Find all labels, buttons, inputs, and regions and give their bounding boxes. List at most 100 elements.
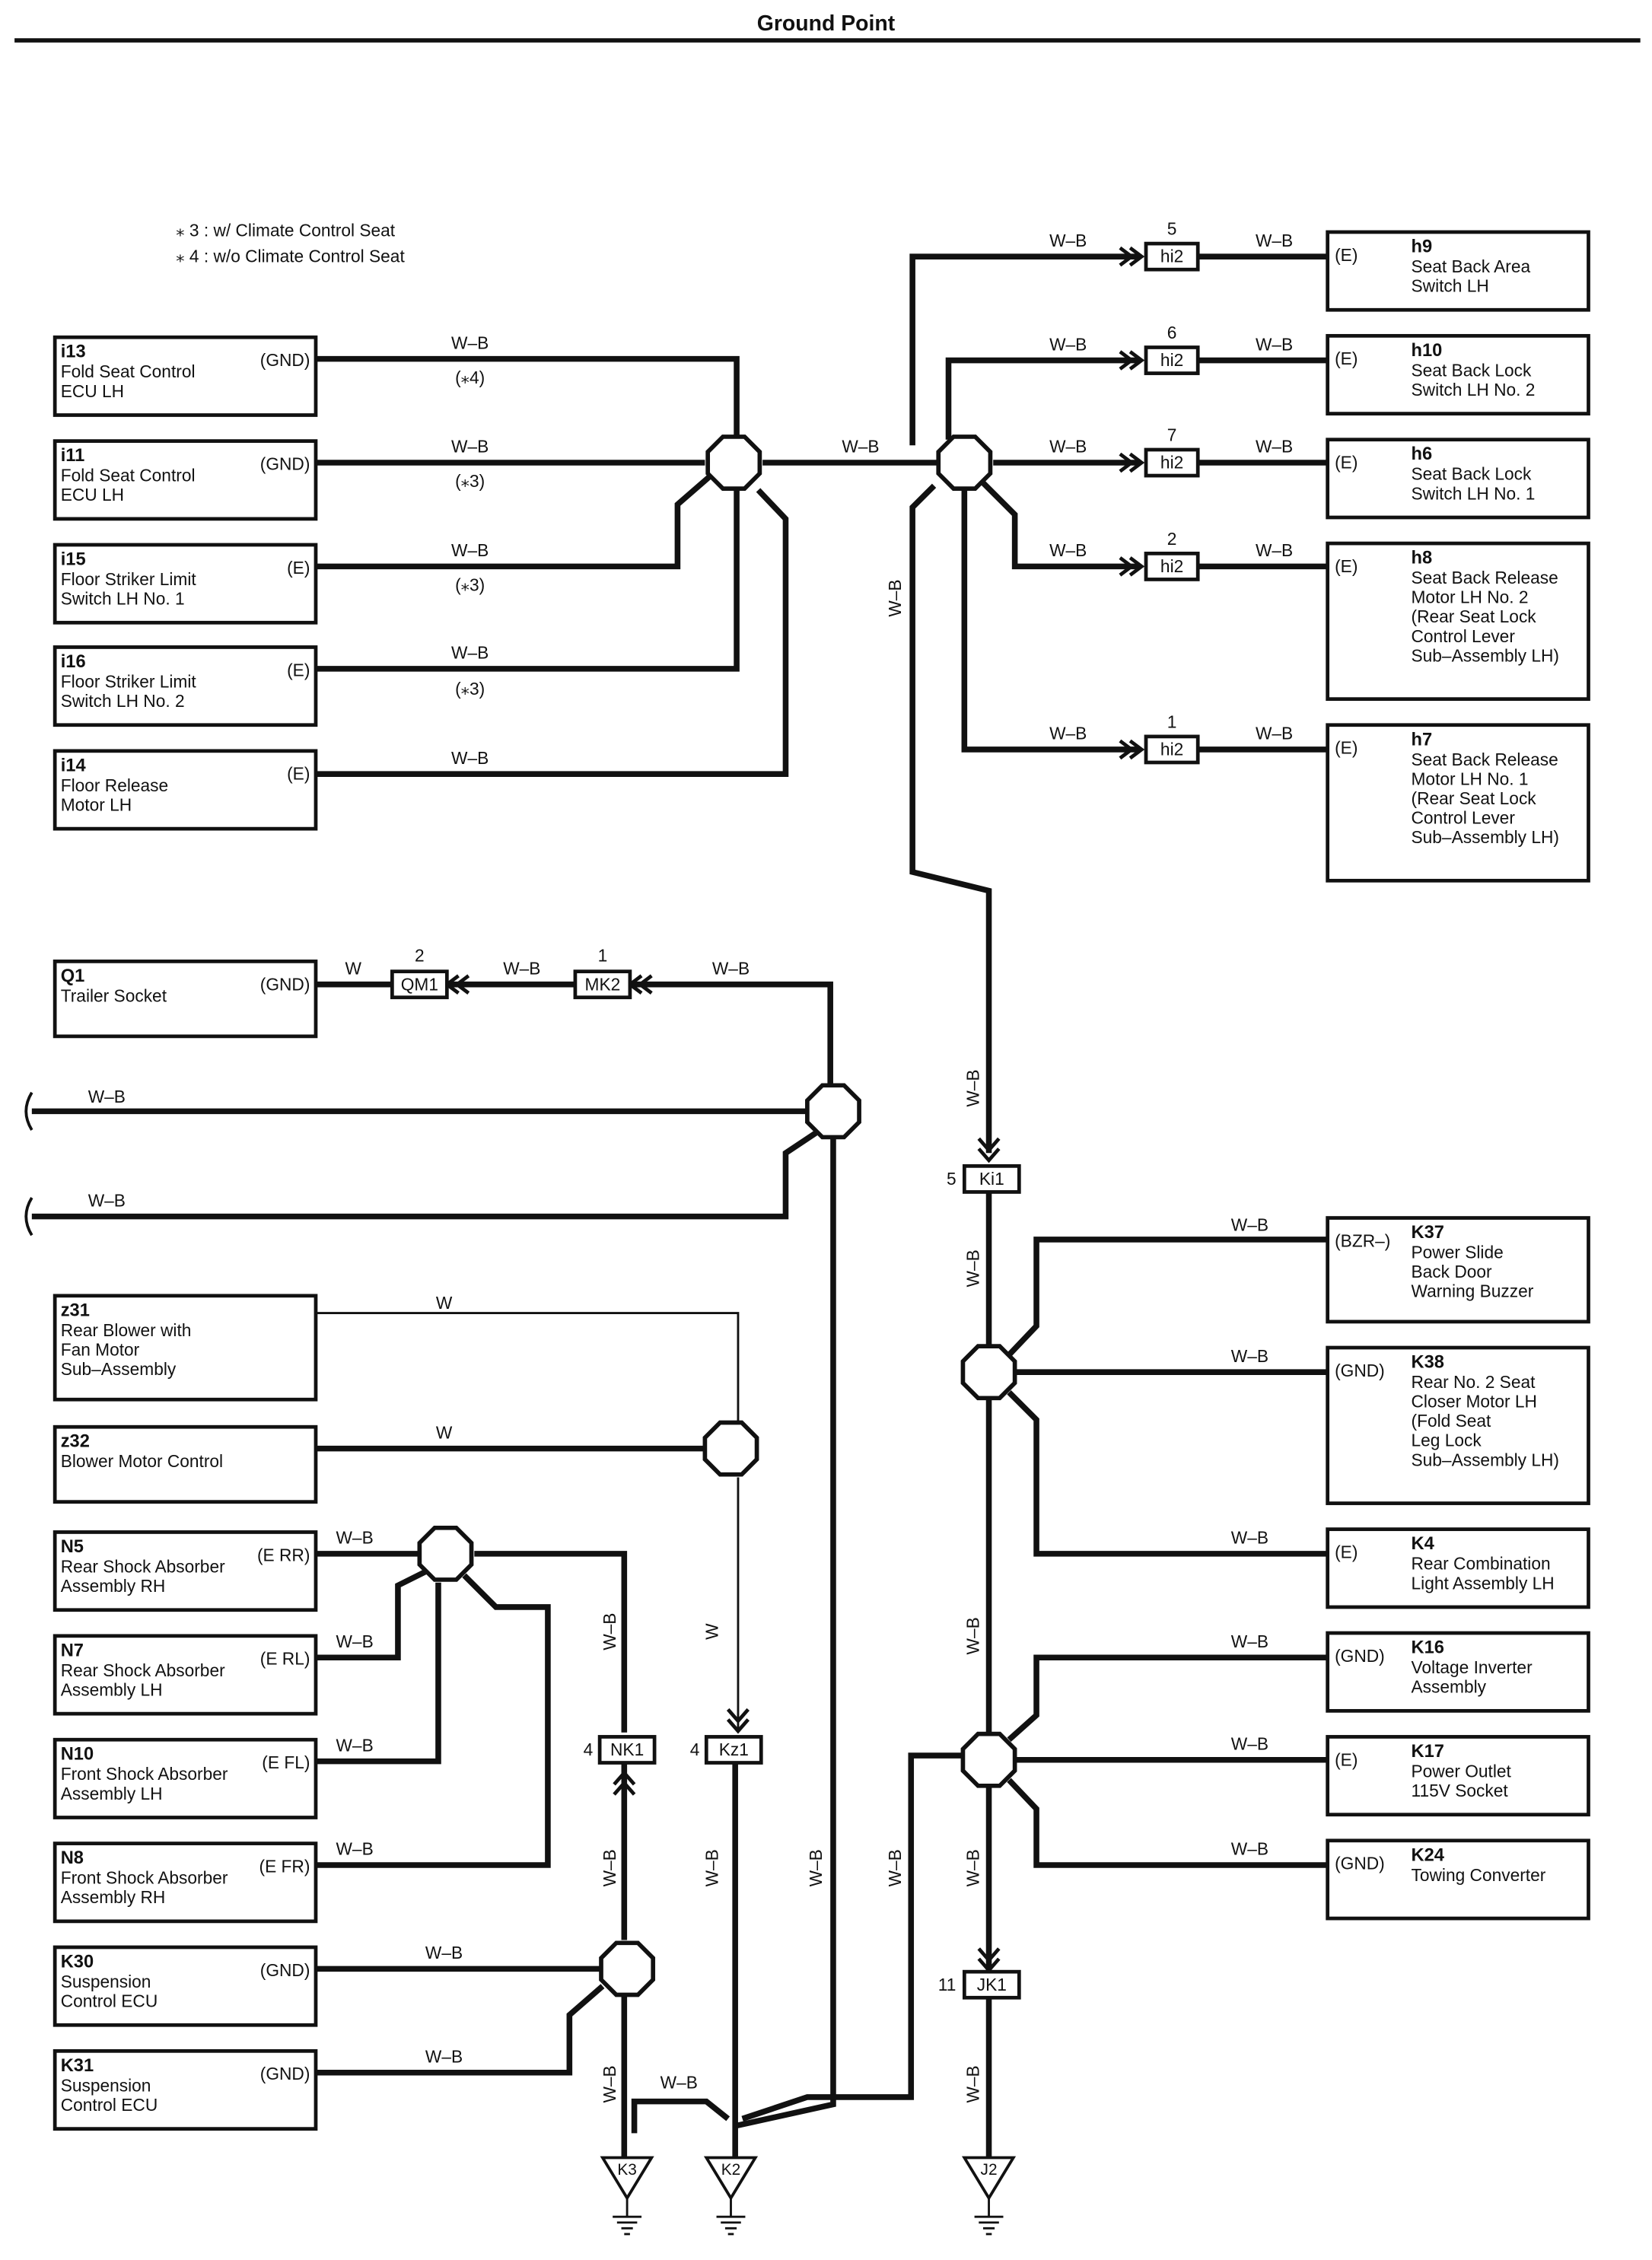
component-label: Switch LH No. 1 bbox=[61, 589, 185, 609]
component-pin: (E) bbox=[287, 764, 310, 784]
component-label: Switch LH bbox=[1412, 276, 1489, 296]
connector-name: hi2 bbox=[1160, 556, 1183, 576]
wires-middle bbox=[31, 981, 836, 2129]
component-label: Motor LH No. 2 bbox=[1412, 587, 1529, 607]
component-label: Rear No. 2 Seat bbox=[1412, 1372, 1536, 1392]
component-pin: (GND) bbox=[260, 350, 310, 370]
component-label: Back Door bbox=[1412, 1262, 1492, 1281]
wire-break-upper bbox=[24, 1091, 33, 1131]
component-pin: (E RL) bbox=[260, 1649, 310, 1669]
component-label: Assembly bbox=[1412, 1677, 1487, 1697]
component-label: Rear Combination bbox=[1412, 1554, 1551, 1574]
component-label: Switch LH No. 2 bbox=[1412, 380, 1536, 399]
connector-name: Ki1 bbox=[979, 1169, 1004, 1189]
component-pin: (GND) bbox=[1335, 1646, 1385, 1666]
connector-name: hi2 bbox=[1160, 350, 1183, 370]
component-label: Rear Shock Absorber bbox=[61, 1660, 225, 1680]
wire-color-label: W–B bbox=[1231, 1839, 1268, 1859]
wire-color-label: W–B bbox=[963, 1849, 982, 1886]
component-code: N5 bbox=[61, 1537, 84, 1557]
wire-color-label: W–B bbox=[425, 2047, 463, 2067]
component-pin: (GND) bbox=[1335, 1361, 1385, 1380]
wires-thin-blower bbox=[315, 1312, 740, 1730]
component-label: Control Lever bbox=[1412, 807, 1516, 827]
component-label: Assembly LH bbox=[61, 1784, 163, 1803]
component-label: Fan Motor bbox=[61, 1339, 140, 1359]
wire-color-label: W–B bbox=[88, 1190, 126, 1210]
svg-text:K2: K2 bbox=[721, 2161, 740, 2179]
component-label: Control Lever bbox=[1412, 626, 1516, 646]
wire-color-label: W bbox=[345, 958, 361, 978]
connector-hi2-pin2: hi2 2 bbox=[1144, 529, 1200, 581]
wire-color-label: W–B bbox=[600, 2065, 619, 2102]
component-code: K4 bbox=[1412, 1534, 1435, 1554]
component-label: Floor Striker Limit bbox=[61, 672, 197, 692]
component-label: Towing Converter bbox=[1412, 1865, 1546, 1885]
component-pin: (E) bbox=[287, 558, 310, 578]
wire-color-label: W–B bbox=[1231, 1346, 1268, 1366]
wire-color-label: W–B bbox=[1231, 1528, 1268, 1548]
wire-color-label: W–B bbox=[702, 1849, 721, 1886]
wire-color-label: W–B bbox=[1256, 724, 1293, 743]
component-code: i13 bbox=[61, 342, 86, 362]
component-label: Motor LH bbox=[61, 794, 132, 814]
component-code: h6 bbox=[1412, 444, 1433, 464]
wire-labels: W–B W–B W–B W–B W–B W–B W–B W–B W–B W–B … bbox=[88, 231, 1293, 2103]
component-pin: (GND) bbox=[260, 454, 310, 473]
connector-Ki1: Ki1 5 bbox=[947, 1163, 1021, 1194]
component-label: Closer Motor LH bbox=[1412, 1392, 1537, 1412]
connector-pin: 6 bbox=[1167, 323, 1177, 342]
wire-color-label: W–B bbox=[600, 1849, 619, 1886]
component-code: h7 bbox=[1412, 730, 1433, 750]
component-label: Voltage Inverter bbox=[1412, 1657, 1533, 1677]
component-pin: (GND) bbox=[260, 974, 310, 994]
junction-splice bbox=[807, 1085, 859, 1137]
wire-color-label: W–B bbox=[88, 1087, 126, 1106]
component-code: K37 bbox=[1412, 1223, 1444, 1243]
wire-color-label: W–B bbox=[712, 958, 750, 978]
option-mark: (⁎3) bbox=[455, 575, 485, 595]
junction-splice bbox=[938, 437, 990, 489]
component-label: 115V Socket bbox=[1412, 1781, 1509, 1800]
wire-color-label: W–B bbox=[1231, 1215, 1268, 1235]
wire-color-label: W–B bbox=[885, 579, 905, 616]
component-code: h9 bbox=[1412, 237, 1433, 256]
connector-MK2: MK2 1 bbox=[573, 945, 632, 1000]
junction-splice bbox=[705, 1423, 756, 1475]
wire-color-label: W–B bbox=[1256, 437, 1293, 457]
component-label: Seat Back Lock bbox=[1412, 360, 1532, 380]
component-pin: (E RR) bbox=[257, 1545, 310, 1564]
option-mark: (⁎3) bbox=[455, 471, 485, 491]
component-code: i11 bbox=[61, 446, 85, 466]
wire-color-label: W–B bbox=[336, 1839, 374, 1859]
option-mark: (⁎4) bbox=[455, 368, 485, 387]
component-label: Rear Shock Absorber bbox=[61, 1556, 225, 1576]
component-label: Warning Buzzer bbox=[1412, 1281, 1534, 1301]
wires-top-left bbox=[315, 355, 939, 777]
wires-top-right bbox=[909, 253, 1328, 1154]
component-code: i14 bbox=[61, 756, 87, 775]
component-label: Assembly RH bbox=[61, 1887, 166, 1907]
wire-color-label: W–B bbox=[963, 1617, 982, 1654]
wire-color-label: W–B bbox=[1049, 437, 1087, 457]
wire-color-label: W–B bbox=[963, 1249, 982, 1287]
connector-pin: 2 bbox=[1167, 529, 1177, 549]
junction-splice bbox=[419, 1528, 471, 1580]
wire-color-label: W–B bbox=[503, 958, 540, 978]
component-pin: (GND) bbox=[260, 2064, 310, 2083]
connector-pin: 5 bbox=[947, 1169, 957, 1189]
component-label: Switch LH No. 1 bbox=[1412, 483, 1536, 503]
component-pin: (GND) bbox=[260, 1960, 310, 1980]
component-label: Seat Back Release bbox=[1412, 750, 1558, 769]
connector-pin: 4 bbox=[584, 1740, 594, 1759]
connector-NK1: NK1 4 bbox=[584, 1735, 657, 1765]
component-label: Trailer Socket bbox=[61, 985, 167, 1005]
component-label: Sub–Assembly LH) bbox=[1412, 645, 1559, 665]
